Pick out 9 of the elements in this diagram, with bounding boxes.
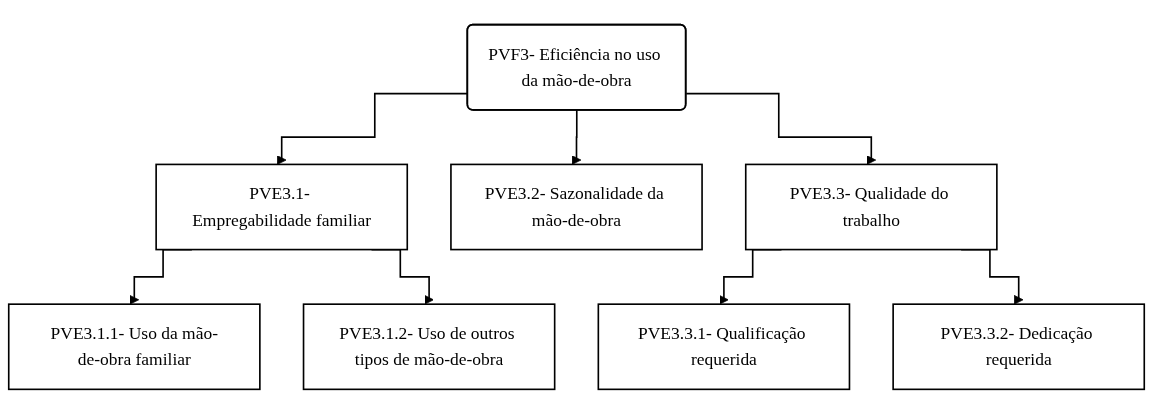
node-box: PVE3.3.1- Qualificação requerida <box>597 303 851 391</box>
node-box: PVE3.3.2- Dedicação requerida <box>892 303 1146 391</box>
node-box: PVE3.3- Qualidade do trabalho <box>744 163 998 251</box>
node-box: PVE3.1.2- Uso de outros tipos de mão-de-obra <box>302 303 556 391</box>
node-box: PVE3.1.1- Uso da mão-de-obra familiar <box>7 303 261 391</box>
node-box: PVE3.2- Sazonalidade da mão-de-obra <box>450 163 703 251</box>
node-box: PVE3.1- Empregabilidade familiar <box>155 163 409 251</box>
arrow <box>685 92 877 165</box>
arrow <box>571 109 582 165</box>
